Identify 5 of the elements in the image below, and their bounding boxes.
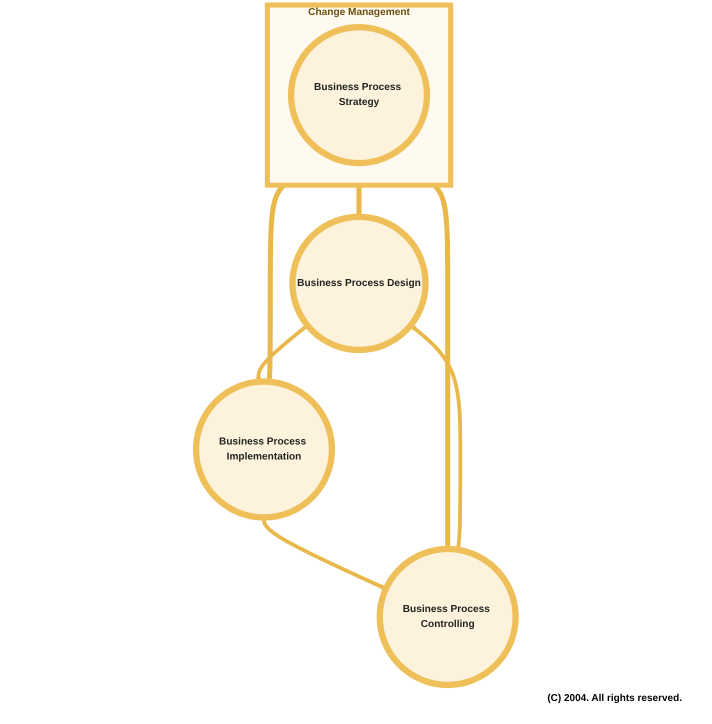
node-circle: Business Process Design	[289, 214, 429, 354]
node-circle: Business Process Implementation	[193, 378, 336, 521]
node-circle: Business Process Controlling	[376, 546, 519, 688]
copyright-note: (C) 2004. All rights reserved.	[547, 693, 682, 704]
node-circle: Business Process Strategy	[288, 24, 430, 166]
